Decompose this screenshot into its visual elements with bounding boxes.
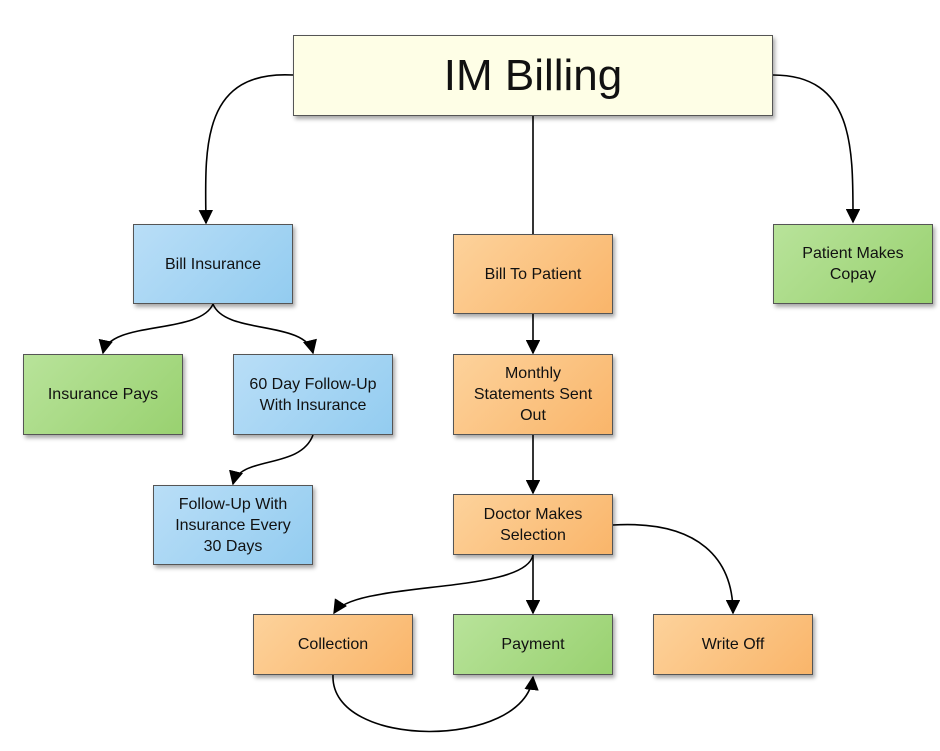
edge-title-to-patient-copay: [772, 74, 861, 224]
bill-to-patient-node: Bill To Patient: [453, 234, 613, 314]
payment-node: Payment: [453, 614, 613, 675]
followup-60-day-node: 60 Day Follow-Up With Insurance: [233, 354, 393, 435]
edge-bill-insurance-to-insurance-pays: [98, 303, 214, 355]
edge-doctor-to-collection: [333, 554, 534, 615]
insurance-pays-node: Insurance Pays: [23, 354, 183, 435]
diagram-title-node: IM Billing: [293, 35, 773, 116]
monthly-statements-node: Monthly Statements Sent Out: [453, 354, 613, 435]
write-off-node: Write Off: [653, 614, 813, 675]
edge-doctor-to-write-off: [612, 523, 741, 615]
edge-title-to-bill-insurance: [198, 74, 294, 225]
followup-every-30-days-node: Follow-Up With Insurance Every 30 Days: [153, 485, 313, 565]
edge-bill-insurance-to-60-day: [212, 303, 317, 355]
edge-60-day-to-30-days: [229, 434, 314, 486]
doctor-makes-selection-node: Doctor Makes Selection: [453, 494, 613, 555]
bill-insurance-node: Bill Insurance: [133, 224, 293, 304]
edge-collection-to-payment: [332, 674, 539, 733]
collection-node: Collection: [253, 614, 413, 675]
patient-makes-copay-node: Patient Makes Copay: [773, 224, 933, 304]
